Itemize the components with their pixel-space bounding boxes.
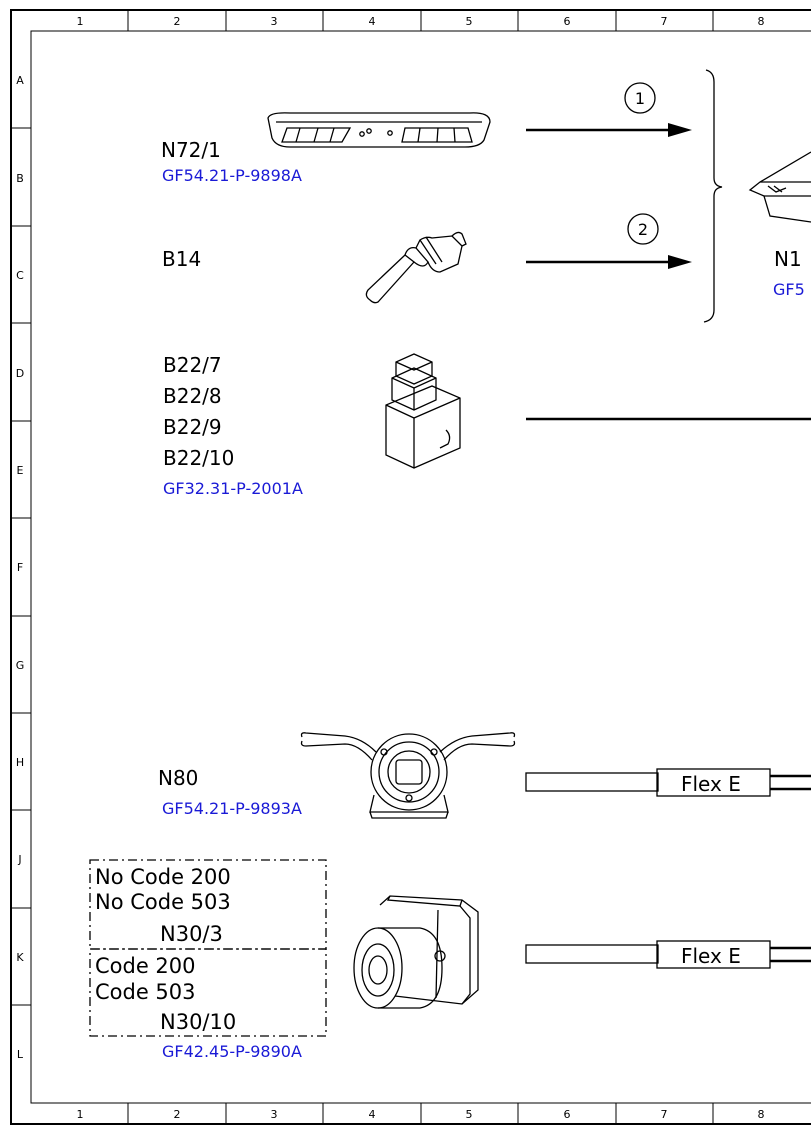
b14-sensor-drawing [365,231,467,304]
marker-number-1: 1 [635,89,645,108]
col-label-top: 8 [758,15,765,28]
n30-3-label: N30/3 [160,922,223,946]
n30-10-label: N30/10 [160,1010,237,1034]
col-label-bottom: 6 [564,1108,571,1121]
col-label-bottom: 7 [661,1108,668,1121]
col-label-bottom: 5 [466,1108,473,1121]
row-grid [11,127,31,1006]
b22-reference-link[interactable]: GF32.31-P-2001A [163,479,303,498]
n80-steering-module-drawing [300,732,516,819]
col-label-bottom: 2 [174,1108,181,1121]
grouping-brace [703,69,723,323]
b22-10-label: B22/10 [163,446,235,470]
col-label-bottom: 8 [758,1108,765,1121]
col-label-top: 5 [466,15,473,28]
b22-switch-drawing [385,353,461,469]
col-label-bottom: 4 [369,1108,376,1121]
row-label: H [16,756,24,769]
row-label: L [17,1048,24,1061]
col-label-bottom: 3 [271,1108,278,1121]
row-label: A [16,74,24,87]
marker-number-2: 2 [638,220,648,239]
col-label-top: 6 [564,15,571,28]
row-label: E [17,464,24,477]
arrow-head-1 [668,123,692,137]
row-label: B [16,172,24,185]
option-no-code-200: No Code 200 [95,865,231,889]
marker-circle-2 [627,213,659,245]
connection-lines [526,128,811,421]
n80-reference-link[interactable]: GF54.21-P-9893A [162,799,302,818]
col-label-top: 2 [174,15,181,28]
row-label: C [16,269,24,282]
row-label: J [17,853,21,866]
arrow-head-2 [668,255,692,269]
n30-control-unit-drawing [353,895,479,1009]
n30-reference-link[interactable]: GF42.45-P-9890A [162,1042,302,1061]
n72-1-label: N72/1 [161,138,221,162]
outer-frame [10,9,811,1125]
b22-7-label: B22/7 [163,353,222,377]
row-label: G [16,659,25,672]
n1-reference-link[interactable]: GF5 [773,280,805,299]
flex-harness-1 [525,768,811,797]
column-grid [127,10,714,1124]
row-label: F [17,561,23,574]
b14-label: B14 [162,247,202,271]
flex-harness-2 [525,940,811,969]
inner-frame [30,30,811,1104]
row-labels: A B C D E F G H J K L [16,74,25,1061]
n1-partial-drawing [748,151,811,223]
col-label-top: 3 [271,15,278,28]
n72-1-component-drawing [267,112,491,148]
col-label-top: 7 [661,15,668,28]
col-label-top: 4 [369,15,376,28]
row-label: D [16,367,24,380]
col-label-top: 1 [77,15,84,28]
n80-label: N80 [158,766,199,790]
flex-e-label-1: Flex E [681,772,741,796]
option-code-200: Code 200 [95,954,196,978]
row-label: K [16,951,24,964]
marker-circle-1 [624,82,656,114]
n72-1-reference-link[interactable]: GF54.21-P-9898A [162,166,302,185]
option-box-n30-10 [89,948,327,1037]
flex-e-label-2: Flex E [681,944,741,968]
b22-8-label: B22/8 [163,384,222,408]
option-code-503: Code 503 [95,980,196,1004]
n1-label: N1 [774,247,802,271]
option-no-code-503: No Code 503 [95,890,231,914]
b22-9-label: B22/9 [163,415,222,439]
col-label-bottom: 1 [77,1108,84,1121]
column-labels: 1 2 3 4 5 6 7 8 1 2 3 4 5 6 7 8 [77,15,765,1121]
